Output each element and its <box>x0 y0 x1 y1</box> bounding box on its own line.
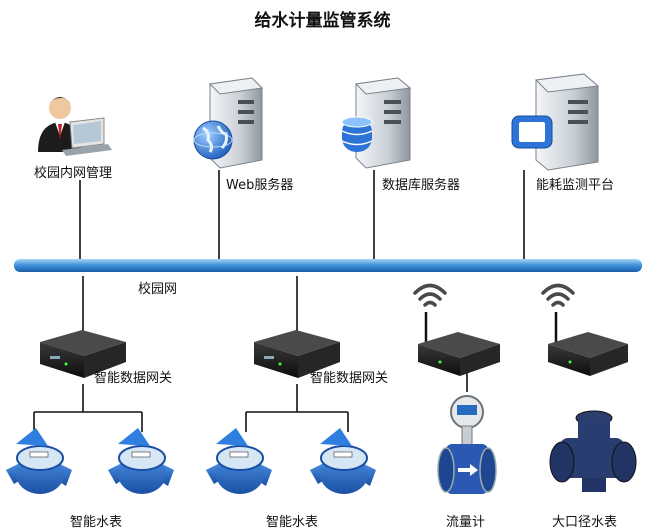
wifi-icon <box>541 283 575 307</box>
label-energy-platform: 能耗监测平台 <box>536 178 615 193</box>
label-meter-group-2: 智能水表 <box>266 515 319 530</box>
wires <box>33 170 525 432</box>
label-large-meter: 大口径水表 <box>552 515 618 530</box>
gateway-icon <box>418 312 500 376</box>
gateway-icon <box>40 330 126 378</box>
web-server-icon <box>193 77 264 169</box>
water-meter-icon <box>108 428 174 494</box>
db-server-icon <box>341 77 412 169</box>
label-campus-network: 校园网 <box>138 282 178 297</box>
wifi-icon <box>413 283 447 307</box>
wire-tree-1 <box>33 384 143 432</box>
label-web-server: Web服务器 <box>226 178 294 193</box>
flowmeter-icon <box>437 395 497 494</box>
label-campus-admin: 校园内网管理 <box>34 166 113 181</box>
label-flowmeter: 流量计 <box>446 515 486 530</box>
label-gateway-1: 智能数据网关 <box>94 371 173 386</box>
large-meter-icon <box>549 410 637 492</box>
water-meter-icon <box>206 428 272 494</box>
gateway-icon <box>548 312 628 376</box>
water-meter-icon <box>6 428 72 494</box>
energy-platform-icon <box>511 73 600 171</box>
label-db-server: 数据库服务器 <box>382 178 461 193</box>
diagram-title: 给水计量监管系统 <box>254 11 391 31</box>
label-gateway-2: 智能数据网关 <box>310 371 389 386</box>
label-meter-group-1: 智能水表 <box>70 515 123 530</box>
water-meter-icon <box>310 428 376 494</box>
admin-pc-icon <box>38 97 112 156</box>
wire-tree-2 <box>245 384 349 432</box>
gateway-icon <box>254 330 340 378</box>
campus-network-backbone <box>14 259 642 272</box>
